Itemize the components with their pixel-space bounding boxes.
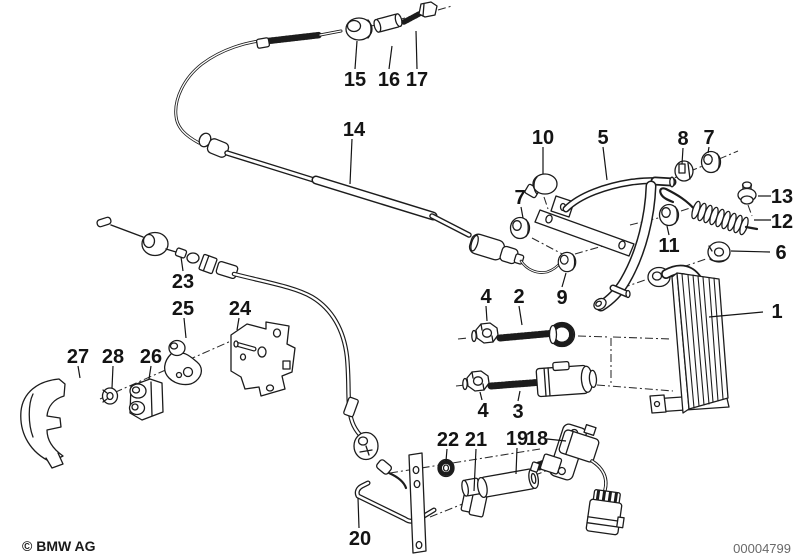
document-number: 00004799	[733, 541, 791, 556]
callout-label-18: 18	[526, 428, 548, 450]
callout-kickdown-switch: 18	[526, 428, 567, 450]
callout-hex-nut-lower: 4	[477, 391, 489, 422]
callout-cable-grommet: 15	[344, 40, 366, 91]
callout-label-1: 1	[771, 301, 782, 323]
callout-spacer-sleeve: 16	[378, 45, 400, 91]
part-pivot-grommet	[707, 241, 731, 263]
callout-speed-nut: 22	[437, 429, 459, 462]
callout-label-23: 23	[172, 271, 194, 293]
callout-label-15: 15	[344, 69, 366, 91]
callout-label-6: 6	[775, 242, 786, 264]
callout-label-10: 10	[532, 127, 554, 149]
callout-spring-grommet: 13	[758, 186, 793, 208]
callout-spring-bushing: 11	[658, 225, 680, 257]
part-accelerator-pedal	[647, 264, 730, 414]
part-full-throttle-stop-screw	[496, 321, 576, 348]
callout-label-8: 8	[677, 128, 688, 150]
part-throttle-bowden-cable	[174, 29, 563, 274]
callout-label-13: 13	[771, 186, 793, 208]
callout-label-19: 19	[506, 428, 528, 450]
callout-full-throttle-stop-screw: 2	[513, 286, 525, 326]
part-return-spring	[659, 187, 759, 236]
callout-label-16: 16	[378, 69, 400, 91]
part-spring-grommet	[737, 181, 757, 205]
part-pedal-lever-bracket	[534, 176, 677, 312]
callout-label-9: 9	[556, 287, 567, 309]
callout-hex-nut-upper: 4	[480, 286, 492, 322]
callout-support-rod: 20	[349, 497, 371, 550]
callout-hex-bolt: 17	[406, 30, 428, 91]
callout-label-7: 7	[703, 127, 714, 149]
callout-label-12: 12	[771, 211, 793, 233]
callout-label-28: 28	[102, 346, 124, 368]
callout-label-4: 4	[477, 400, 489, 422]
callout-cable-end-bushing: 9	[556, 272, 568, 309]
part-retaining-clip	[674, 160, 694, 182]
callout-mounting-bracket: 24	[229, 298, 252, 331]
callout-cap: 10	[532, 127, 554, 174]
callout-label-24: 24	[229, 298, 252, 320]
callout-bell-crank-lever: 25	[172, 298, 194, 339]
part-cable-end-bushing	[557, 251, 577, 273]
part-cruise-control-cable	[96, 216, 408, 490]
callout-accelerator-pedal: 1	[708, 301, 783, 323]
callout-bearing-bushing-left: 7	[514, 187, 526, 219]
part-cover	[20, 378, 66, 469]
part-hex-nut-upper	[471, 322, 499, 344]
part-spacer-tube	[461, 467, 540, 499]
callout-label-14: 14	[343, 119, 366, 141]
callout-label-11: 11	[658, 235, 679, 257]
callout-label-21: 21	[465, 429, 487, 451]
callout-throttle-bowden-cable: 14	[343, 119, 366, 185]
callout-retaining-clip: 8	[677, 128, 689, 165]
callout-label-20: 20	[349, 528, 371, 550]
callout-return-spring: 12	[754, 211, 793, 233]
part-spacer-sleeve	[373, 13, 403, 33]
part-mounting-bracket	[230, 321, 296, 397]
callout-label-25: 25	[172, 298, 194, 320]
part-speed-nut	[437, 458, 455, 478]
copyright-text: © BMW AG	[22, 538, 96, 554]
callout-cover: 27	[67, 346, 89, 379]
callout-label-3: 3	[512, 401, 523, 423]
part-kickdown-switch	[530, 423, 625, 536]
callout-spacer-tube: 19	[506, 428, 528, 475]
callout-label-22: 22	[437, 429, 459, 451]
part-cable-grommet	[345, 17, 373, 41]
part-cable-holder	[128, 378, 164, 421]
callout-label-27: 27	[67, 346, 89, 368]
part-idle-stop-screw	[487, 360, 598, 398]
callout-pedal-lever-bracket: 5	[597, 127, 609, 181]
part-spring-bushing	[658, 203, 680, 227]
part-bearing-bushing-left	[509, 216, 531, 240]
callout-label-5: 5	[597, 127, 608, 149]
callout-bearing-bushing-right: 7	[703, 127, 715, 154]
callout-label-7: 7	[514, 187, 525, 209]
callout-label-26: 26	[140, 346, 162, 368]
callout-label-2: 2	[513, 286, 524, 308]
callout-retaining-clip-small: 28	[102, 346, 124, 389]
callout-idle-stop-screw: 3	[512, 390, 524, 423]
part-bearing-bushing-right	[700, 150, 722, 174]
part-bell-crank-lever	[164, 339, 203, 386]
part-retaining-clip-small	[101, 387, 119, 405]
callout-label-4: 4	[480, 286, 492, 308]
callout-clamp: 21	[465, 429, 487, 492]
part-hex-bolt	[401, 1, 438, 25]
callout-label-17: 17	[406, 69, 428, 91]
part-hex-nut-lower	[462, 370, 490, 392]
callout-cable-holder: 26	[140, 346, 162, 380]
callout-cruise-control-cable: 23	[172, 256, 194, 293]
part-cap	[524, 173, 558, 199]
callout-pivot-grommet: 6	[730, 242, 787, 264]
part-mounting-strap	[408, 452, 427, 554]
